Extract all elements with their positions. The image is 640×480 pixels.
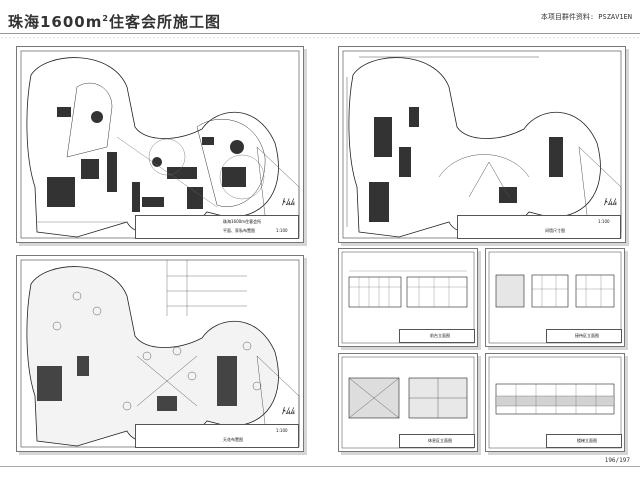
scale-label: 1:100 [276, 428, 288, 433]
floor-plan-drawing [20, 50, 300, 239]
ceiling-plan-drawing [20, 259, 300, 448]
sheet-furniture-plan[interactable]: 珠海1600m住客会所 平面、家私布置图 1:100 ﾄﾑﾑ [16, 46, 304, 243]
title-block: 前台立面图 [399, 329, 475, 343]
sheet-title-label: 平面、家私布置图 [223, 228, 255, 233]
sheet-title-label: 前台立面图 [430, 333, 450, 338]
header-divider [0, 33, 640, 34]
title-block: 珠海1600m住客会所 平面、家私布置图 1:100 [135, 215, 299, 239]
sheet-wall-dimension-plan[interactable]: 间墙尺寸图 1:100 ﾄﾑﾑ [338, 46, 626, 243]
title-block: 接待区立面图 [546, 329, 622, 343]
sheet-title-label: 接待区立面图 [575, 333, 599, 338]
sheet-elevation-2[interactable]: 接待区立面图 [485, 248, 625, 347]
sheet-elevation-3[interactable]: 休息区立面图 [338, 353, 478, 452]
designer-signature: ﾄﾑﾑ [281, 198, 295, 208]
sheet-title-label: 天花布置图 [223, 437, 243, 442]
page-number: 196/197 [604, 457, 630, 464]
page-header: 珠海1600m2住客会所施工图 本项目群件资料: PSZAV1EN [0, 0, 640, 40]
page-title: 珠海1600m2住客会所施工图 [8, 13, 221, 31]
scale-label: 1:100 [598, 219, 610, 224]
footer-divider [0, 466, 640, 467]
elevation-drawing [341, 251, 475, 344]
sheet-ceiling-plan[interactable]: 天花布置图 1:100 ﾄﾑﾑ [16, 255, 304, 452]
elevation-drawing [488, 251, 622, 344]
title-block: 楼梯立面图 [546, 434, 622, 448]
sheet-elevation-1[interactable]: 前台立面图 [338, 248, 478, 347]
title-block: 间墙尺寸图 1:100 [457, 215, 621, 239]
dotted-border [0, 36, 640, 39]
elevation-drawing [341, 356, 475, 449]
title-block: 休息区立面图 [399, 434, 475, 448]
designer-signature: ﾄﾑﾑ [281, 407, 295, 417]
sheet-title-label: 间墙尺寸图 [545, 228, 565, 233]
scale-label: 1:100 [276, 228, 288, 233]
sheet-title-label: 休息区立面图 [428, 438, 452, 443]
wall-plan-drawing [342, 50, 622, 239]
sheet-elevation-4[interactable]: 楼梯立面图 [485, 353, 625, 452]
elevation-drawing [488, 356, 622, 449]
designer-signature: ﾄﾑﾑ [603, 198, 617, 208]
source-label: 本项目群件资料: PSZAV1EN [540, 13, 632, 21]
project-label: 珠海1600m住客会所 [223, 219, 262, 224]
sheet-title-label: 楼梯立面图 [577, 438, 597, 443]
title-block: 天花布置图 1:100 [135, 424, 299, 448]
